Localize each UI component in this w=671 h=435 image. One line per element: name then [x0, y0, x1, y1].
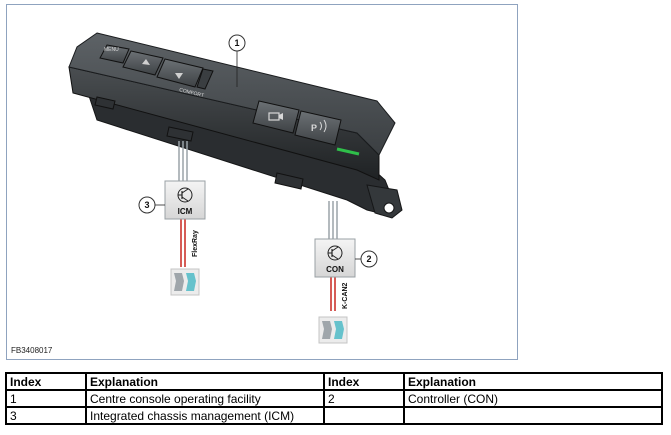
- table-cell: [403, 406, 663, 425]
- up-button: [122, 50, 164, 76]
- menu-button-label: MENU: [104, 47, 119, 53]
- icm-module-box: ICM: [164, 180, 206, 220]
- down-arrow-icon: [175, 73, 183, 79]
- table-cell: 2: [323, 389, 405, 408]
- up-arrow-icon: [142, 59, 150, 65]
- network-connector-icon: [318, 316, 348, 344]
- comfort-button-label: COMFORT: [179, 87, 205, 99]
- kcan2-bus-label: K-CAN2: [342, 282, 349, 309]
- table-cell: 1: [5, 389, 87, 408]
- svg-text:2: 2: [366, 254, 371, 264]
- table-cell: Centre console operating facility: [85, 389, 325, 408]
- con-wiring: [328, 201, 338, 311]
- transistor-icon: [327, 245, 343, 261]
- table-cell: Controller (CON): [403, 389, 663, 408]
- con-module-box: CON: [314, 238, 356, 278]
- header-explanation-1: Explanation: [85, 372, 325, 391]
- centre-console-unit: MENU COMFORT P: [68, 32, 403, 219]
- status-led: [336, 147, 360, 156]
- svg-text:3: 3: [144, 200, 149, 210]
- header-index-2: Index: [323, 372, 405, 391]
- camera-view-button: [252, 100, 300, 134]
- header-explanation-2: Explanation: [403, 372, 663, 391]
- table-header-row: Index Explanation Index Explanation: [5, 372, 663, 391]
- menu-button: MENU: [99, 44, 130, 64]
- table-cell: Integrated chassis management (ICM): [85, 406, 325, 425]
- figure-code: FB3408017: [11, 346, 53, 355]
- flexray-bus-label: FlexRay: [192, 230, 199, 257]
- table-cell: [323, 406, 405, 425]
- camera-view-icon: [268, 112, 283, 121]
- network-connector-icon: [170, 268, 200, 296]
- park-assist-icon: P: [311, 119, 327, 133]
- header-index-1: Index: [5, 372, 87, 391]
- diagram-frame: MENU COMFORT P: [6, 4, 518, 360]
- icm-label: ICM: [178, 207, 193, 216]
- park-assist-button: P: [294, 110, 342, 146]
- legend-table: Index Explanation Index Explanation 1 Ce…: [5, 372, 663, 425]
- table-row: 3 Integrated chassis management (ICM): [5, 406, 663, 425]
- transistor-icon: [177, 187, 193, 203]
- svg-text:1: 1: [234, 38, 239, 48]
- con-label: CON: [326, 265, 344, 274]
- callout-3: 3: [138, 196, 165, 214]
- down-button: [156, 58, 204, 88]
- svg-text:P: P: [311, 123, 317, 133]
- callout-2: 2: [355, 250, 378, 268]
- table-cell: 3: [5, 406, 87, 425]
- comfort-button: COMFORT: [179, 68, 214, 99]
- table-row: 1 Centre console operating facility 2 Co…: [5, 389, 663, 408]
- callout-1: 1: [228, 34, 246, 87]
- icm-wiring: [178, 141, 188, 267]
